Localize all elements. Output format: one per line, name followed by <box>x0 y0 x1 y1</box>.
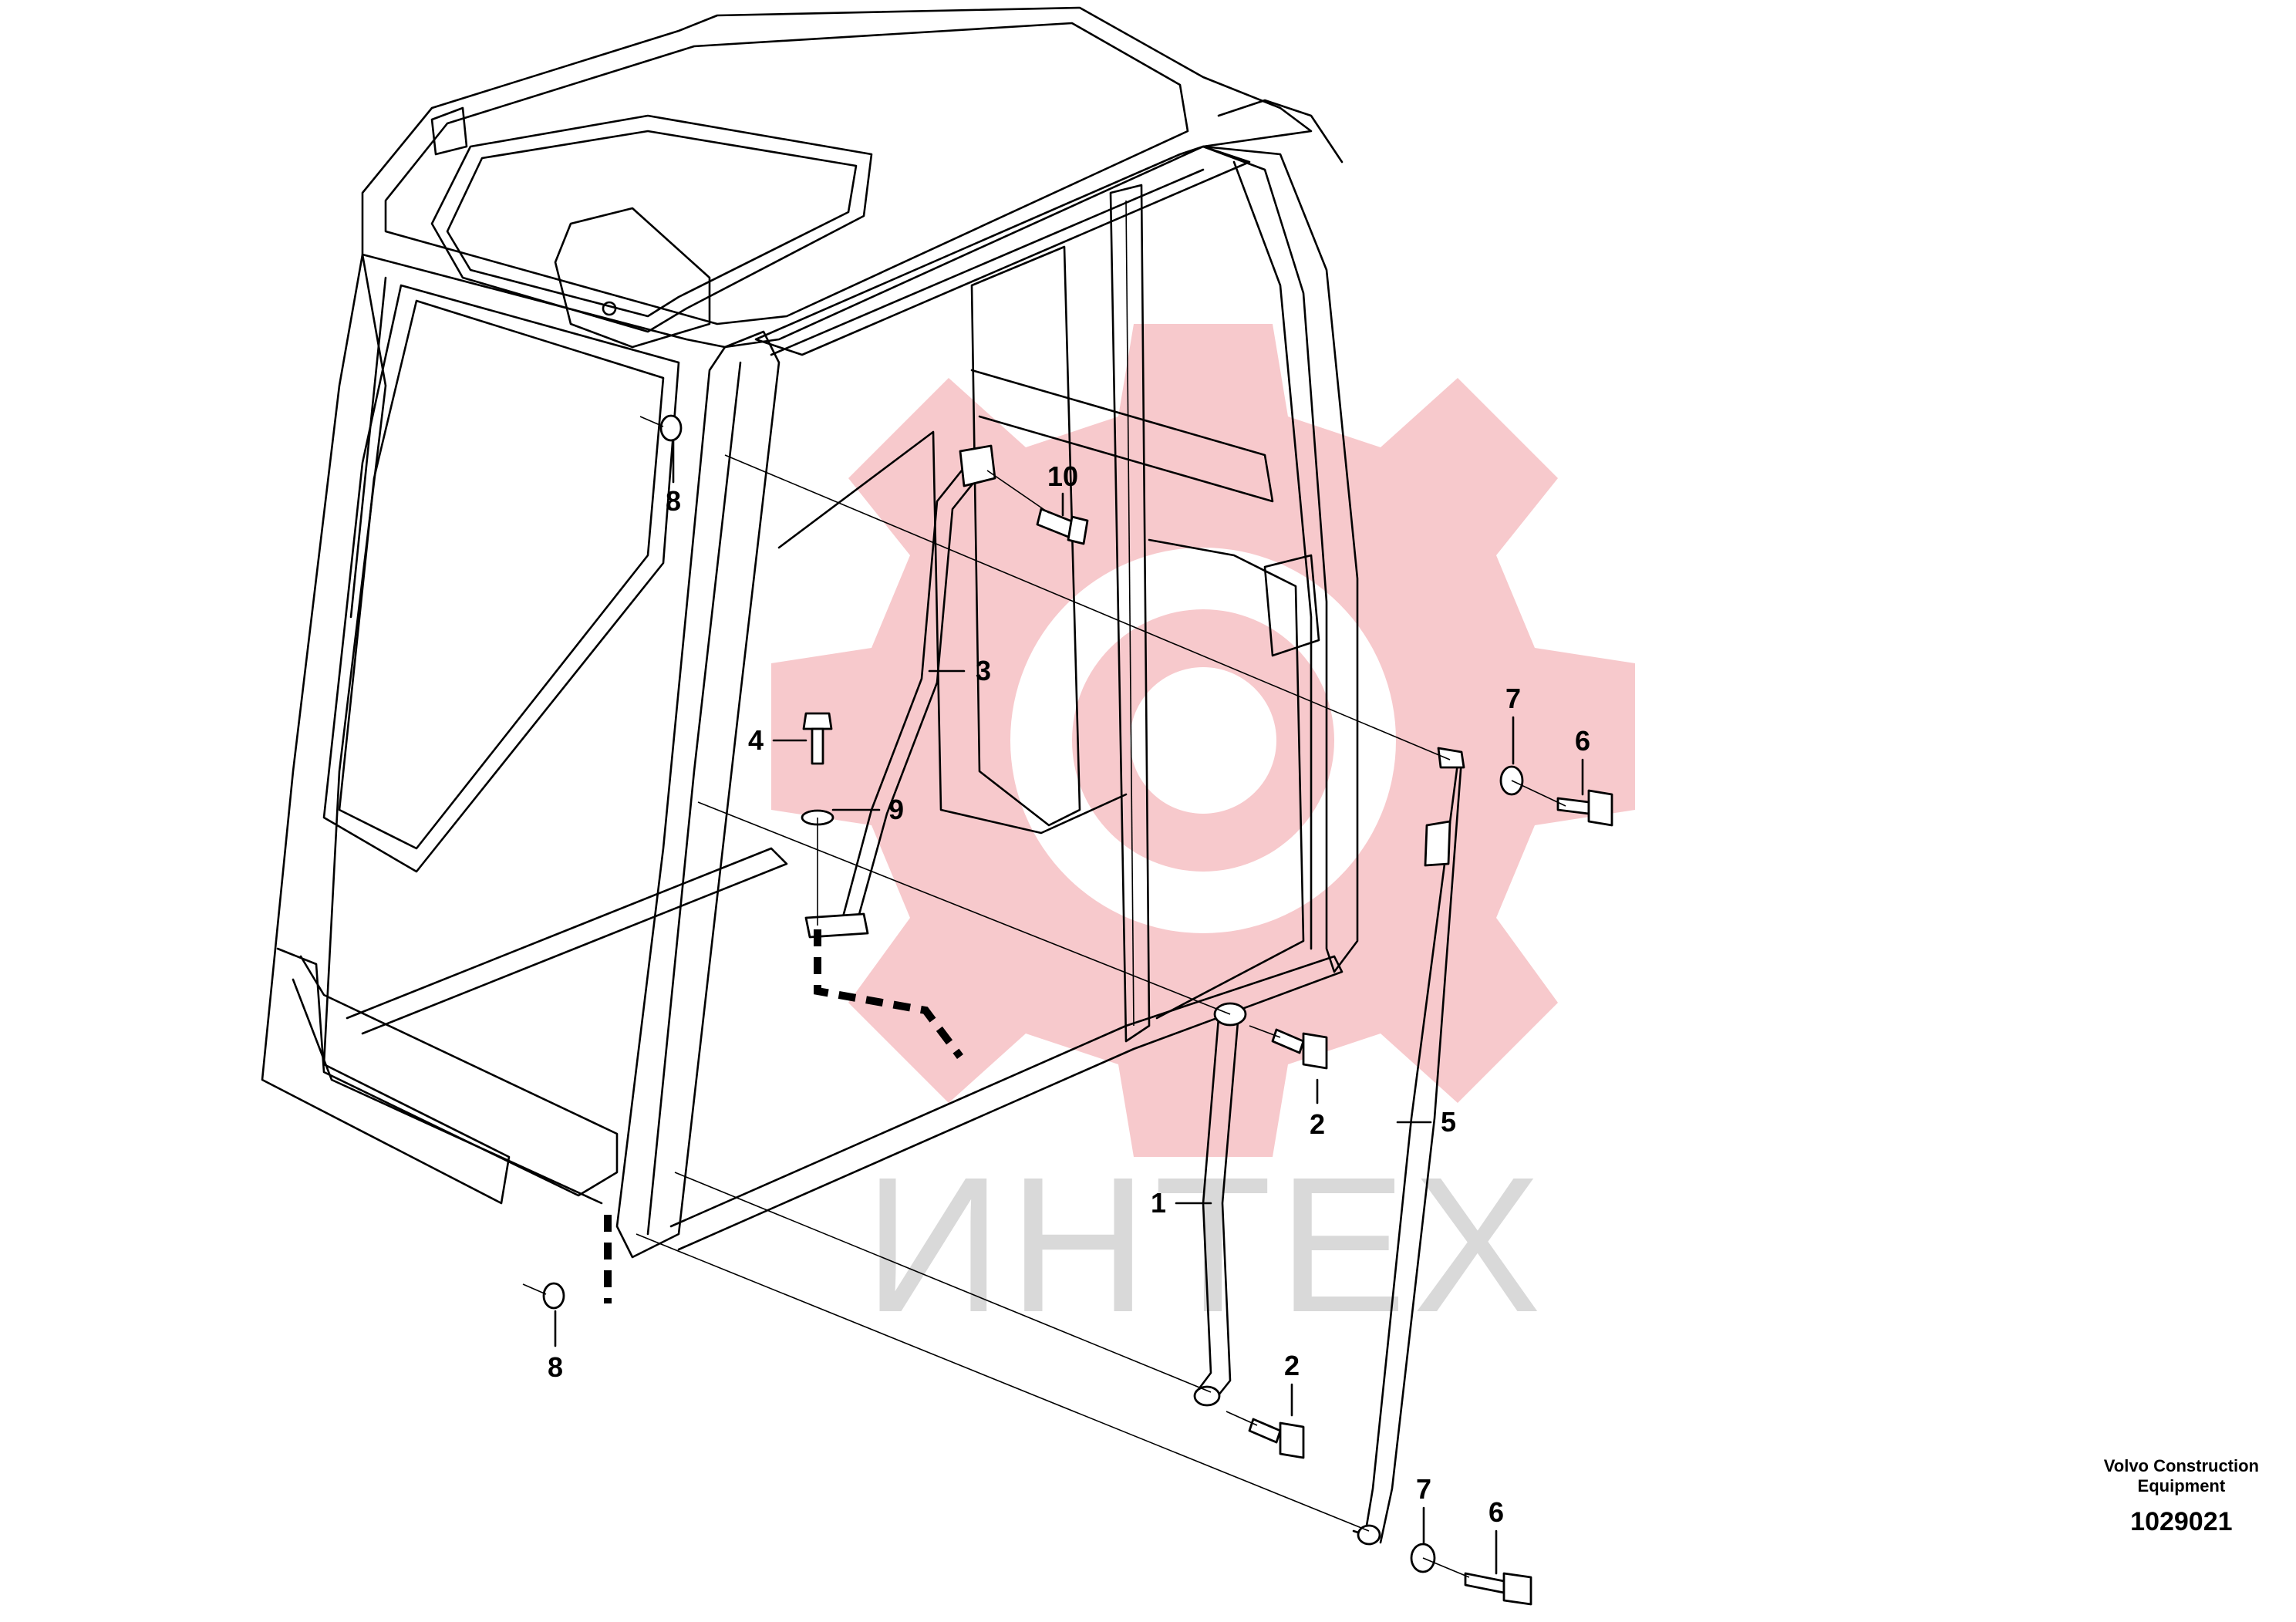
drawing-number: 1029021 <box>2130 1507 2233 1536</box>
callout-labels: 8 10 3 4 9 7 6 2 5 1 8 2 7 6 <box>548 460 1590 1528</box>
callout-label: 7 <box>1416 1473 1431 1505</box>
callout-label: 8 <box>548 1351 563 1383</box>
part-2-screw-upper <box>1271 1028 1328 1070</box>
callout-label: 1 <box>1151 1187 1166 1219</box>
caption-company-line1: Volvo Construction <box>2103 1456 2259 1475</box>
callout-label: 6 <box>1489 1496 1504 1528</box>
watermark-gear-icon <box>771 324 1635 1157</box>
part-5-bar <box>1352 747 1465 1546</box>
part-6-bolt-lower <box>1464 1572 1532 1606</box>
hidden-lines <box>604 929 963 1303</box>
leader-lines <box>554 440 1584 1575</box>
callout-label: 6 <box>1575 725 1590 757</box>
callout-label: 8 <box>666 485 681 517</box>
assembly-lines <box>522 416 1566 1578</box>
part-4-screw <box>802 712 833 765</box>
caption-company-line2: Equipment <box>2137 1476 2226 1496</box>
watermark: ИНТЕХ <box>771 324 1635 1352</box>
part-8-washer-lower <box>542 1282 565 1310</box>
callout-label: 7 <box>1505 683 1521 714</box>
part-8-washer-upper <box>659 414 683 442</box>
part-1-tube <box>1193 1002 1247 1407</box>
callout-label: 4 <box>748 724 764 756</box>
drawing-caption: Volvo Construction Equipment 1029021 <box>2104 1456 2259 1537</box>
callout-label: 2 <box>1284 1350 1300 1381</box>
callout-label: 5 <box>1441 1106 1456 1138</box>
callout-label: 2 <box>1310 1108 1325 1140</box>
callout-label: 10 <box>1047 460 1078 492</box>
callout-label: 9 <box>888 794 904 825</box>
part-6-bolt-upper <box>1556 789 1613 827</box>
cab-frame <box>261 6 1359 1259</box>
part-10-screw <box>1036 508 1089 545</box>
part-2-screw-lower <box>1248 1418 1305 1459</box>
callout-label: 3 <box>976 655 991 686</box>
